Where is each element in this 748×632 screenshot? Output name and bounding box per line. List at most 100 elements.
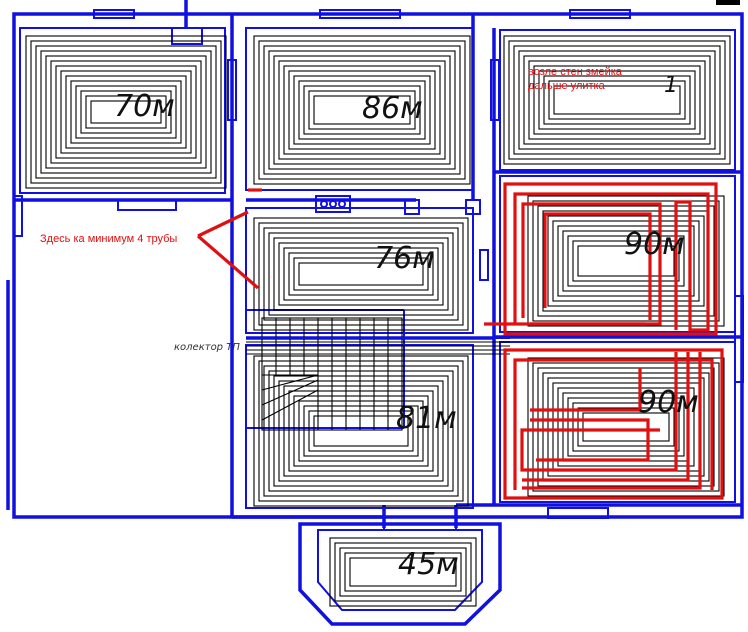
pipe-loop [60, 70, 192, 154]
room-7-length: 90м [624, 227, 685, 262]
pipe-loop [303, 85, 421, 135]
pipe-loop [278, 60, 446, 160]
pipe-loop [572, 240, 680, 282]
pipe-loop [288, 390, 434, 472]
pipe-loop [273, 55, 451, 165]
note-then-spiral: дальше улитка [528, 80, 606, 92]
pipe-loop [532, 362, 720, 492]
pipe-loop [513, 45, 721, 155]
pipe-loop [35, 45, 217, 179]
pipe-loop [537, 205, 715, 317]
pipe-loop [293, 395, 429, 467]
pipe-loop [298, 400, 424, 462]
pipe-loop [349, 557, 457, 587]
pipe-loop [577, 245, 675, 277]
pipe-loop [268, 370, 454, 492]
pipe-loop [283, 385, 439, 477]
pipe-loop [268, 232, 454, 316]
pipe-loop [567, 397, 685, 457]
pipe-loop [543, 75, 691, 125]
pipe-loop [547, 215, 705, 307]
room-3-length: 76м [374, 241, 435, 276]
note-near-walls: возле стен змейка [528, 66, 623, 78]
pipe-loop [253, 355, 469, 507]
pipe-loop [548, 80, 686, 120]
pipe-loop [528, 60, 706, 140]
pipe-loop [288, 70, 436, 150]
pipe-loop [80, 90, 172, 134]
coil-room-7 [527, 195, 725, 327]
coil-room-3 [253, 217, 469, 331]
room-8-length: 90м [638, 385, 699, 420]
pipe-loop [253, 217, 469, 331]
room-4-length: 81м [396, 401, 457, 436]
pipe-loop [50, 60, 202, 164]
pipe-loop [527, 357, 725, 497]
pointer-line-bottom [196, 234, 260, 290]
pipe-loop [258, 360, 464, 502]
pipe-loop [278, 380, 444, 482]
coil-room-6 [503, 35, 731, 165]
coil-room-4 [253, 355, 469, 507]
pipe-loop [40, 50, 212, 174]
pipe-loop [533, 65, 701, 135]
pipe-loop [313, 415, 409, 447]
pipe-loop [288, 252, 434, 296]
red-markup [196, 182, 724, 500]
pipe-loop [85, 95, 167, 129]
coil-room-8 [527, 357, 725, 497]
pipe-loop [293, 75, 431, 145]
room-5-length: 45м [398, 547, 459, 582]
pipe-loop [537, 367, 715, 487]
pipe-loop [557, 225, 695, 297]
pipe-loop [298, 80, 426, 140]
pipe-loop [334, 542, 472, 602]
pipe-loop [45, 55, 207, 169]
pipe-loop [273, 375, 449, 487]
pipe-loop [258, 222, 464, 326]
pipe-loop [303, 405, 419, 457]
pipe-loop [55, 65, 197, 159]
red-outline-lower [503, 348, 724, 500]
pipe-loop [263, 227, 459, 321]
pipe-loop [557, 387, 695, 467]
pipe-loop [577, 407, 675, 447]
coil-room-5 [329, 537, 477, 607]
pipe-loop [339, 547, 467, 597]
pipe-loop [329, 537, 477, 607]
pipe-loop [518, 50, 716, 150]
coil-room-1 [25, 35, 227, 189]
coil-room-2 [253, 35, 471, 185]
pipe-loop [90, 100, 162, 124]
pipe-loop [293, 257, 429, 291]
bay-walls [298, 517, 502, 626]
pipe-loop [283, 247, 439, 301]
pipe-loop [25, 35, 227, 189]
pipe-loop [547, 377, 705, 477]
pipe-loop [532, 200, 720, 322]
pipe-loop [567, 235, 685, 287]
pipe-loop [503, 35, 731, 165]
pipe-loop [268, 50, 456, 170]
pipe-loop [263, 365, 459, 497]
note-min-pipes: Здесь ка минимум 4 трубы [40, 233, 177, 245]
pipe-loop [273, 237, 449, 311]
pipe-loop [523, 55, 711, 145]
pipe-loop [253, 35, 471, 185]
pipe-loop [552, 220, 700, 302]
exterior-walls [6, 0, 744, 528]
pipe-loop [344, 552, 462, 592]
room-6-label: 1 [664, 73, 678, 98]
corner-mark [716, 0, 740, 5]
pipe-loop [308, 90, 416, 130]
pipe-loop [572, 402, 680, 452]
staircase [246, 317, 510, 431]
pipe-loop [308, 410, 414, 452]
pipe-loop [527, 195, 725, 327]
red-outline-upper [503, 182, 718, 336]
pipe-loop [298, 262, 424, 286]
pipe-loop [553, 85, 681, 115]
pipe-loop [313, 95, 411, 125]
pipe-loop [65, 75, 187, 149]
